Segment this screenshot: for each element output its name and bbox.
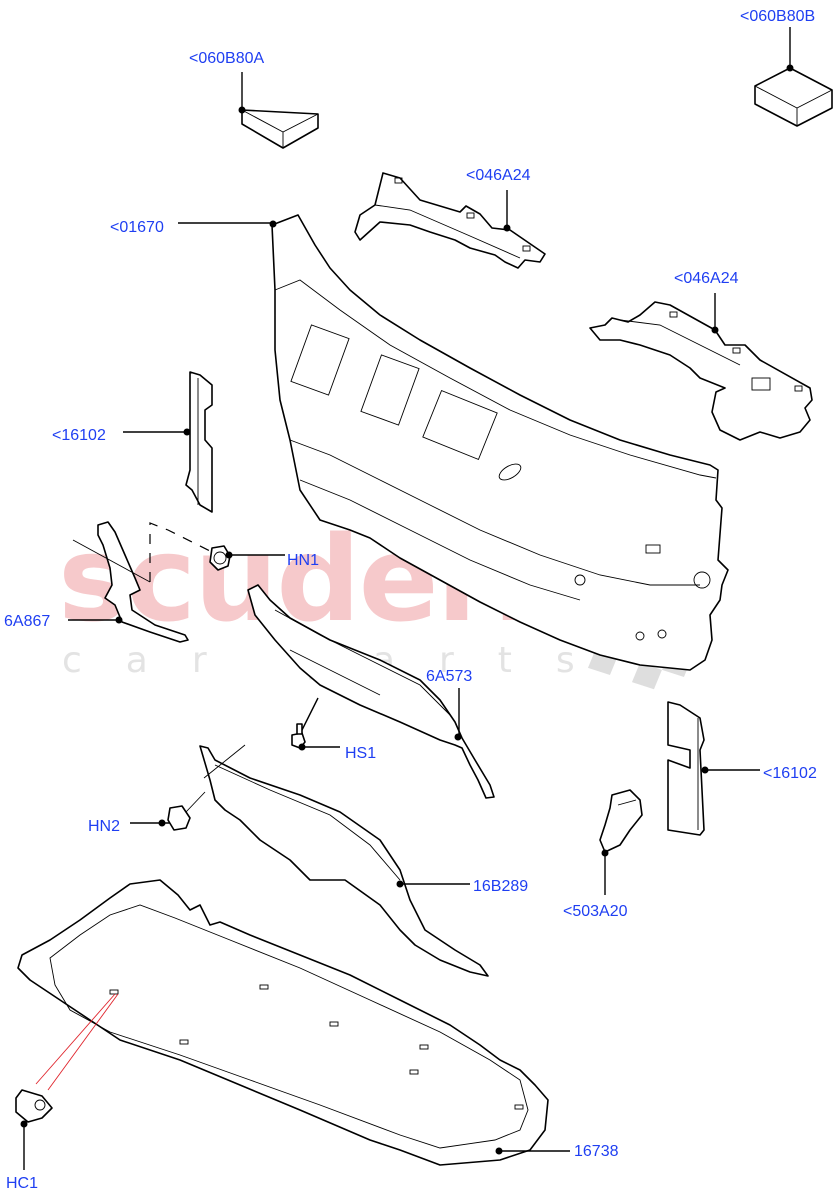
callout-060B80A[interactable]: <060B80A [189,50,265,67]
callout-16102-left[interactable]: <16102 [52,427,106,444]
callout-16B289[interactable]: 16B289 [473,878,529,895]
callout-01670[interactable]: <01670 [110,219,164,236]
callout-046A24-lower[interactable]: <046A24 [674,270,739,287]
callout-16738[interactable]: 16738 [574,1143,619,1160]
callout-16102-right[interactable]: <16102 [763,765,817,782]
callout-HC1[interactable]: HC1 [6,1175,39,1192]
nut[interactable] [209,545,231,571]
spacer-pad-left[interactable] [241,109,319,149]
leader-lines [20,27,794,1170]
clip[interactable] [15,1089,53,1123]
heat-shield[interactable] [247,584,495,799]
dash-panel[interactable] [271,214,729,671]
retainer[interactable] [599,789,643,853]
floor-insulator[interactable] [17,879,549,1166]
clip-nut[interactable] [167,791,206,831]
insulator-upper[interactable] [354,172,546,269]
bracket-right[interactable] [667,701,705,836]
bracket-left[interactable] [185,371,213,513]
callout-046A24-upper[interactable]: <046A24 [466,167,531,184]
callout-HN1[interactable]: HN1 [287,552,320,569]
callout-060B80B[interactable]: <060B80B [740,8,816,25]
callout-HS1[interactable]: HS1 [345,745,377,762]
callout-HN2[interactable]: HN2 [88,818,121,835]
dash-insulator[interactable] [199,744,489,977]
shield-left[interactable] [72,521,189,643]
callout-6A867[interactable]: 6A867 [4,613,51,630]
callout-6A573[interactable]: 6A573 [426,668,473,685]
spacer-pad-right[interactable] [754,67,833,127]
insulator-lower[interactable] [589,301,813,441]
callout-503A20[interactable]: <503A20 [563,903,628,920]
